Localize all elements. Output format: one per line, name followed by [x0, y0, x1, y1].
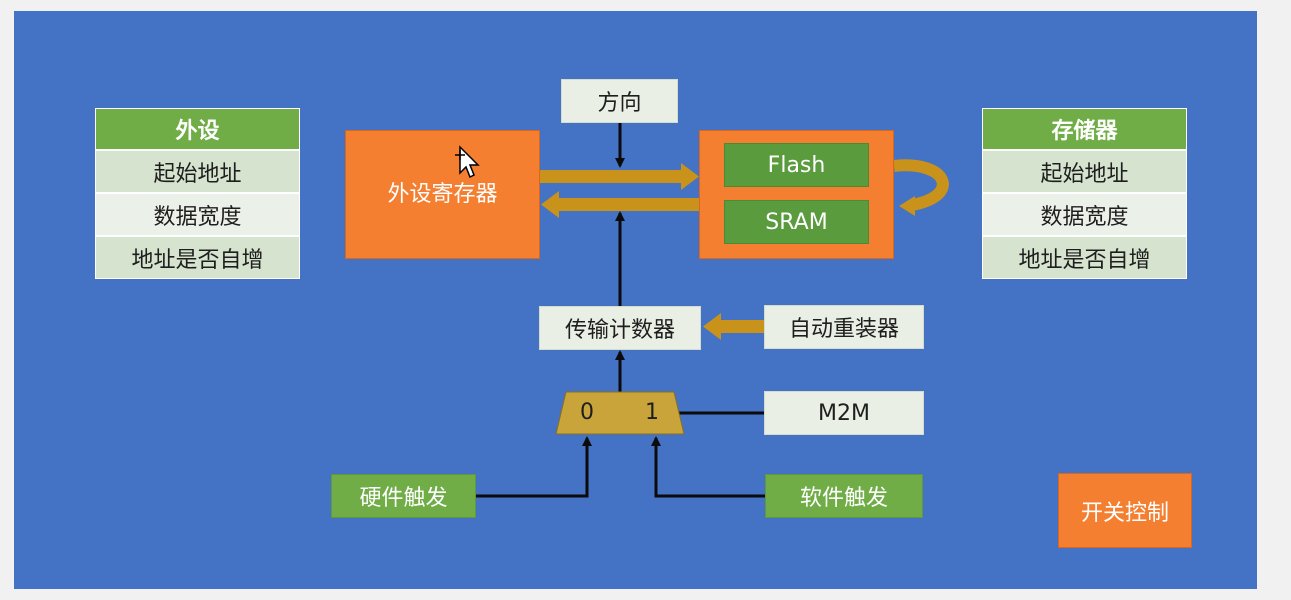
- switch-control-button[interactable]: 开关控制: [1058, 473, 1192, 548]
- peripheral-table-title: 外设: [95, 108, 300, 150]
- mux-input-0-label: 0: [580, 400, 594, 425]
- auto-reload-box: 自动重装器: [764, 305, 924, 349]
- peripheral-start-address: 起始地址: [95, 150, 300, 193]
- memory-table: 存储器 起始地址 数据宽度 地址是否自增: [982, 108, 1187, 279]
- memory-address-increment: 地址是否自增: [982, 236, 1187, 279]
- peripheral-address-increment: 地址是否自增: [95, 236, 300, 279]
- flash-box: Flash: [724, 143, 869, 187]
- software-trigger-box: 软件触发: [765, 474, 923, 518]
- hardware-trigger-box: 硬件触发: [331, 474, 476, 518]
- peripheral-table: 外设 起始地址 数据宽度 地址是否自增: [95, 108, 300, 279]
- direction-box: 方向: [561, 79, 678, 123]
- transfer-counter-box: 传输计数器: [539, 306, 701, 350]
- memory-start-address: 起始地址: [982, 150, 1187, 193]
- sram-box: SRAM: [724, 200, 869, 244]
- mux-input-1-label: 1: [645, 400, 659, 425]
- m2m-box: M2M: [764, 391, 924, 435]
- memory-data-width: 数据宽度: [982, 193, 1187, 236]
- peripheral-register-box: 外设寄存器: [345, 130, 540, 259]
- memory-table-title: 存储器: [982, 108, 1187, 150]
- mouse-cursor-icon: [455, 145, 480, 179]
- peripheral-data-width: 数据宽度: [95, 193, 300, 236]
